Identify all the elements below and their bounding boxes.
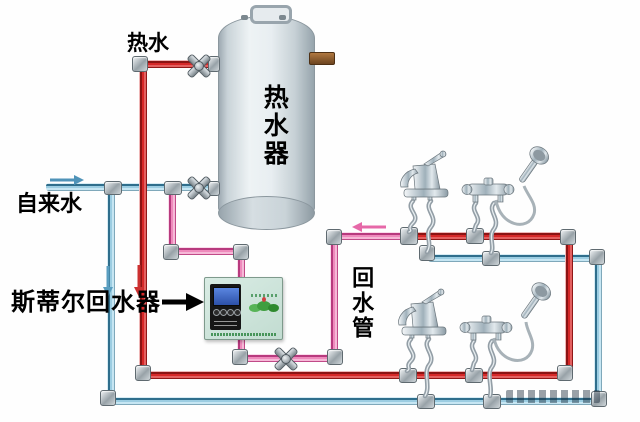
pipe-elbow-fitting [419,245,435,261]
pipe-elbow-fitting [591,391,607,407]
supply-hose [487,338,497,399]
controller-brand-microtext [251,294,277,297]
water-heater-tank-bottom [218,196,315,230]
valve-icon [184,174,212,201]
pipe-coupling-fitting [208,181,220,196]
shower-mixer-lower [459,282,551,362]
pipe-coupling-fitting [208,56,220,72]
controller-logo-graphic [249,297,279,313]
valve-icon [184,52,212,79]
pipe-elbow-fitting [233,244,249,260]
controller-lcd-screen [213,287,240,306]
pipe-tee-fitting [417,394,435,409]
pipe-tee-fitting [483,394,501,409]
return-water-pipe-drop [168,189,176,253]
supply-hose [471,200,481,234]
hot-water-pipe-upper-branch [412,232,574,240]
pipe-elbow-fitting [135,365,151,381]
pipe-elbow-fitting [557,365,573,381]
shower-mixer-upper [461,146,549,226]
supply-hose [488,200,499,256]
controller-button [213,309,220,316]
pipe-elbow-fitting [589,249,605,265]
hot-water-pipe-left-riser [139,66,147,376]
handheld-shower-lower [521,282,551,319]
pipe-elbow-fitting [163,244,179,260]
controller-microtext [214,319,237,326]
water-heater-tank [218,16,315,214]
return-water-pipe-upper [336,232,414,240]
controller-button [227,309,234,316]
pipe-elbow-fitting [327,349,343,365]
return-device-label: 斯蒂尔回水器 [11,288,161,316]
pipe-elbow-fitting [560,229,576,245]
supply-hose [404,336,416,374]
return-water-pipe-jog [170,247,244,255]
return-water-controller [204,277,283,340]
cold-water-pipe-bottom [111,397,601,405]
hot-water-pipe-right-riser [565,238,573,376]
handheld-shower-upper [519,146,549,183]
pipe-tee-fitting [164,181,182,195]
hot-water-pipe-top [140,60,218,68]
controller-front-panel [210,284,241,330]
black-arrow-icon [186,293,204,311]
pipe-tee-fitting [482,251,500,266]
pipe-tee-fitting [465,368,483,383]
cold-water-pipe-right-riser [594,258,602,404]
pipe-tee-fitting [466,228,484,244]
cold-water-pipe-inlet [46,183,218,191]
flow-arrow-left-icon [352,222,362,232]
hot-water-pipe-bottom [143,371,567,379]
basin-faucet-upper [400,150,449,201]
controller-button [220,309,227,316]
hot-water-label: 热水 [127,31,169,55]
relief-valve-fitting [309,52,335,65]
controller-button [234,309,241,316]
pipe-elbow-fitting [100,390,116,406]
tank-knob [241,15,248,20]
pipe-elbow-fitting [132,56,148,72]
pipe-elbow-fitting [326,229,342,245]
tank-knob [279,15,286,20]
return-pipe-label: 回水管 [348,266,374,341]
pipe-tee-fitting [399,368,417,383]
pipe-elbow-fitting [232,349,248,365]
pipe-cross-fitting [400,227,418,245]
shower-hose [492,321,535,362]
basin-faucet-lower [398,288,447,339]
supply-hose [422,336,434,399]
return-water-pipe-riser [330,238,338,358]
pipe-tee-fitting [104,181,122,195]
tap-water-label: 自来水 [16,192,83,217]
cold-water-pipe-upper-branch [428,254,600,262]
watermark [506,390,600,403]
shower-hose [494,185,537,226]
controller-footer-microtext [211,333,277,336]
supply-hose [469,338,479,373]
water-heater-label: 热水器 [260,84,290,168]
valve-icon [271,345,299,372]
tank-handle [250,5,292,24]
